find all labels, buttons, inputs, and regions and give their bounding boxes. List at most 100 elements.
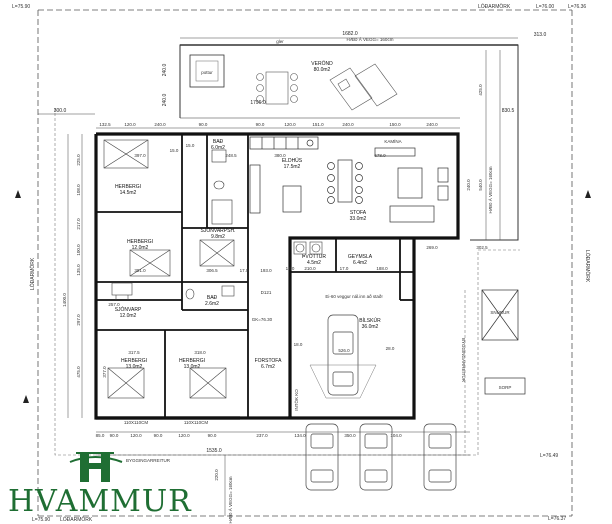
lot-left-label: LÓÐARMÖRK	[29, 257, 36, 290]
hvammur-logo-mark	[69, 452, 123, 482]
dim-br5: 90.0	[208, 433, 217, 438]
dim-top-left: 240.0	[162, 64, 168, 77]
dim-lc-3: 100.0	[76, 244, 81, 256]
d-note: D121	[261, 290, 272, 295]
corner-tl: L=75.90	[12, 4, 30, 10]
room-bed4-name: HERBERGI	[179, 358, 205, 364]
hot-tub	[189, 54, 225, 88]
corner-br-b: L=76.37	[548, 516, 566, 522]
room-veroend-name: VERÖND	[311, 60, 333, 67]
dim-lc-4: 135.0	[76, 264, 81, 276]
dim-tr-1: 120.0	[124, 122, 136, 127]
window-a: 110X110CM	[124, 420, 149, 425]
dim-lc-1: 108.0	[76, 184, 81, 196]
build-line	[54, 108, 520, 456]
dim-top-mid: 1796.0	[250, 100, 266, 106]
dim-rc-3: 302.5	[476, 245, 488, 250]
dim-tr-7: 240.0	[342, 122, 354, 127]
dim-lc-7: 475.0	[76, 366, 81, 378]
room-storage-area: 6.4m2	[353, 260, 367, 266]
height-bottom-label: HÆÐ Á VEGG= 160cm	[227, 476, 233, 523]
dim-bed1: 397.0	[134, 153, 146, 158]
bedroom3-bed	[107, 367, 145, 399]
tv-room-fixtures	[199, 239, 235, 267]
parked-cars	[305, 423, 457, 491]
height-top-label: HÆÐ Á VEGG= 160cm	[347, 36, 394, 42]
dim-top-right: 313.0	[534, 32, 547, 38]
terrace-table	[256, 71, 298, 105]
build-line-right: BYGGINGARREITUR	[461, 338, 466, 383]
house-walls	[94, 132, 460, 420]
interior-walls	[96, 134, 414, 418]
dim-top-total: 1682.0	[342, 31, 358, 37]
dim-bath-c: 257.0	[108, 302, 120, 307]
dim-br0: 85.0	[96, 433, 105, 438]
dim-bed1b: 15.0	[170, 148, 179, 153]
build-line-bottom: BYGGINGARREITUR	[126, 458, 171, 463]
dim-rc-2: 240.0	[466, 179, 471, 191]
dim-gar-b: 18.0	[294, 342, 303, 347]
dim-tr-0: 132.5	[99, 122, 111, 127]
room-bed1-area: 14.5m2	[120, 190, 137, 196]
north-arrow-icon	[15, 190, 591, 403]
tv2-fixtures	[111, 282, 133, 300]
room-laundry-name: ÞVOTTUR	[302, 254, 326, 260]
bottom-dim-row: 85.0 90.0 120.0 90.0 120.0 90.0 237.0 13…	[96, 431, 470, 438]
left-dim-col: 225.0 108.0 217.0 100.0 135.0 1400.0 297…	[62, 134, 83, 418]
dim-tv-a: 306.5	[206, 268, 218, 273]
sauna-note: KAMÍNA	[384, 138, 401, 144]
corner-tr-a: L=76.00	[536, 4, 554, 10]
dim-tr-5: 120.0	[284, 122, 296, 127]
door-garage: INTÖK KO	[293, 389, 299, 411]
dim-right-wall: 830.5	[502, 108, 515, 114]
dim-gar-a: 526.0	[338, 348, 350, 353]
dining-table	[327, 159, 363, 204]
dim-br-c: 377.0	[102, 366, 107, 378]
dim-rc-1: 540.0	[478, 179, 483, 191]
dim-rc-4: 269.0	[426, 245, 438, 250]
room-laundry-area: 4.5m2	[307, 260, 321, 266]
hvammur-logo-text: HVAMMUR	[8, 484, 192, 519]
dim-tv-b: 17.0	[240, 268, 249, 273]
dim-left-wall: 300.0	[54, 108, 67, 114]
bedroom1-bed	[103, 139, 149, 169]
dim-bed2: 391.0	[134, 268, 146, 273]
laundry-fixtures	[293, 241, 323, 255]
dim-tr-8: 150.0	[389, 122, 401, 127]
entrance-bin-label: SORP	[499, 385, 512, 390]
corner-tr-b: L=76.36	[568, 4, 586, 10]
dim-lc-2: 217.0	[76, 218, 81, 230]
window-b: 110X110CM	[184, 420, 209, 425]
dim-stofa: 678.0	[374, 153, 386, 158]
glass-wall-label: gler	[276, 39, 284, 44]
dim-lc-6: 297.0	[76, 314, 81, 326]
room-entry-name: FORSTOFA	[255, 358, 283, 364]
bath-top-fixtures	[211, 149, 233, 225]
room-tv-name: SJÓNVARPSH.	[201, 227, 236, 234]
dim-kitchen: 380.0	[274, 153, 286, 158]
room-bed3-area: 13.0m2	[126, 364, 143, 370]
corner-br-a: L=76.49	[540, 453, 558, 459]
snow-room-label: SNÚRUR	[490, 309, 510, 315]
bath-small-fixtures	[185, 285, 235, 300]
room-bed2-name: HERBERGI	[127, 239, 153, 245]
room-stofa-name: STOFA	[350, 210, 367, 216]
room-tv-area: 9.8m2	[211, 234, 225, 240]
lot-right-label: LÓÐARMÖRK	[584, 250, 591, 283]
snow-room	[481, 289, 526, 395]
room-bed1-name: HERBERGI	[115, 184, 141, 190]
dim-bottom-total: 1535.0	[206, 448, 222, 454]
dim-rc-0: 425.0	[478, 84, 483, 96]
dim-br6: 237.0	[256, 433, 268, 438]
room-bath2-name: BAÐ	[207, 295, 218, 301]
dim-top-left-b: 240.0	[162, 94, 168, 107]
dim-br9: 104.0	[390, 433, 402, 438]
terrace-area	[179, 44, 519, 241]
dim-br7: 134.0	[294, 433, 306, 438]
garage-car	[309, 314, 377, 399]
dim-mid-e: 188.0	[376, 266, 388, 271]
dim-tr-2: 240.0	[154, 122, 166, 127]
right-dim-col: 425.0 540.0 240.0 302.5 269.0	[426, 84, 488, 250]
dim-mid-c: 210.0	[304, 266, 316, 271]
